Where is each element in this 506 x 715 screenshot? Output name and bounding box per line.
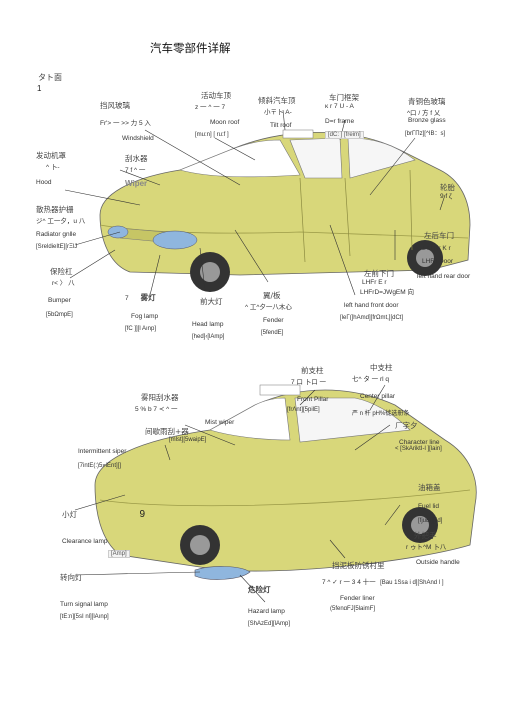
page-title: 汽车零部件详解 [150, 43, 231, 55]
label-rear-door-en: left hand rear door [417, 273, 471, 280]
car1-moon-roof [282, 129, 314, 139]
label-fog-lamp: 7 雾灯 Fog lamp [fC ]][l Aınp] [125, 293, 159, 332]
label-moon-roof: 活动车顶 z 一 ^ 一 7 Moon roof [mu:n] [ ru:f ] [195, 91, 240, 138]
label-fender: 翼/板 ^ 工^夕一八木心 Fender [5fendE] [245, 291, 292, 336]
label-hazard-lamp: Hazard lamp [ShAzEd][lAmp] [248, 608, 291, 627]
car-rear-view [0, 330, 506, 620]
section-number: 1 [37, 84, 42, 93]
label-tilt-roof: 倾斜汽车顶 小〒卜 A- Tilt roof [258, 96, 296, 129]
car1-side-lamp [107, 225, 129, 239]
label-intermittent-wiper-cn: 间歇雨刮+器 [mlst][5waipE] [145, 427, 207, 443]
label-bumper: 保险杠 r< 〉 八 Bumper [5bΩmpE] [46, 267, 75, 318]
label-mist-wiper: 雾阳刮水器 5 % b 7 ≺ ^ 一 Mist wiper [135, 393, 235, 426]
label-intermittent-wiper: Intermittent siper [7intE(:)5»iEnt][] [78, 448, 127, 469]
label-center-pillar: 中支柱 七^ タ 一 rl q Center pillar 严 n 杆 pH%徙… [352, 363, 410, 417]
car1-head-lamp [152, 230, 198, 250]
car2-turn-lamp [194, 566, 251, 580]
label-wiper: 刮水器 7 f ^ 一 Wiper [125, 154, 148, 188]
label-front-pillar: 前支柱 7 口 卜口 一 Front Pillar [frΛnt][5pilE] [287, 366, 329, 413]
label-door-frame: 车门框架 κ r 7 U - A D=r frame [dC: ] [freim… [325, 92, 364, 139]
label-hood: 发动机罩 ^ 卜- Hood [36, 151, 66, 186]
car2-moon-roof [259, 384, 301, 396]
label-hazard-cn: 危险灯 [248, 585, 271, 594]
label-clearance-lamp-ph: [Amp] [108, 550, 130, 558]
label-character-line: ㄏ字夕 Character line < [SkAriktI-l ][lain] [395, 421, 442, 452]
label-rear-door: 左后车门 L H Rr K r LHRr Door [422, 231, 454, 265]
label-outside-handle: 外把手 r ゥト^M 卜八 Outside handle [406, 531, 460, 566]
car1-front-window [289, 137, 343, 179]
label-radiator-grille: 散热器护栅 ジ^ 工一夕，u 八 Radiator gnlle [Sreldie… [36, 205, 86, 250]
label-clearance-lamp: 小灯 9 Clearance lamp [62, 509, 146, 545]
section-label: タト面 [38, 73, 62, 82]
label-bronze-glass: 青铜色玻璃 ^口 / 方 f 乂 Bronze glass [brΓΠz][^I… [405, 97, 446, 137]
car-front-view [0, 0, 506, 330]
label-head-lamp: 前大灯 Head lamp [hed]‹[lAmp] [192, 297, 225, 340]
car2-windshield [209, 397, 291, 441]
label-turn-signal: 转向灯 Turn signal lamp [tE:n][5sI nl][lAın… [60, 573, 109, 620]
label-fuel-lid: 油箱盖 Fuel lid [fjuEl][lid] [418, 483, 443, 524]
label-fender-liner: 挡泥板防锈村里 7 ^ ✓ r 一 3 4 十一 [Bau 1Ssa i d][… [322, 561, 444, 612]
label-windshield: 挡风玻璃 Fr'> 一 >> 力 5 入 Windshield [100, 101, 154, 142]
label-tire: 轮胎 9 f ζ [440, 183, 455, 200]
label-front-door: 左前下门 LHFr E r LHFrD=JWgEM 向 left hand fr… [340, 269, 414, 321]
